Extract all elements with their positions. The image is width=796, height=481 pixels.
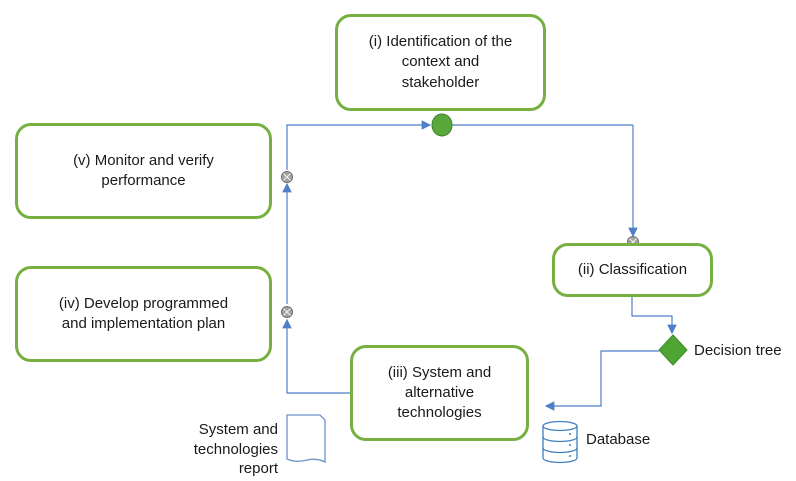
report-label: System and technologies report [193,421,278,477]
step-monitor-label: (v) Monitor and verify performance [73,151,214,189]
connector-monitor-to-start [286,120,432,170]
step-plan-label: (iv) Develop programmed and implementati… [58,294,229,332]
connector-classification-to-decision [631,297,677,335]
connector-systems-to-plan [282,318,350,394]
step-monitor-box: (v) Monitor and verify performance [15,123,272,219]
decision-tree-label: Decision tree [694,342,782,359]
database-label: Database [586,431,651,448]
step-systems-box: (iii) System and alternative technologie… [350,345,529,441]
database-icon [542,420,578,464]
connector-decision-to-systems [544,350,659,411]
document-icon [286,414,326,464]
step-classification-label: (ii) Classification [577,260,688,278]
step-identification-box: (i) Identification of the context and st… [335,14,546,111]
diamond-icon [658,334,688,366]
junction-icon [281,171,293,183]
step-classification-box: (ii) Classification [552,243,713,297]
step-identification-label: (i) Identification of the context and st… [368,33,513,91]
junction-icon [281,306,293,318]
step-plan-box: (iv) Develop programmed and implementati… [15,266,272,362]
step-systems-label: (iii) System and alternative technologie… [387,363,492,422]
start-node [431,113,453,137]
